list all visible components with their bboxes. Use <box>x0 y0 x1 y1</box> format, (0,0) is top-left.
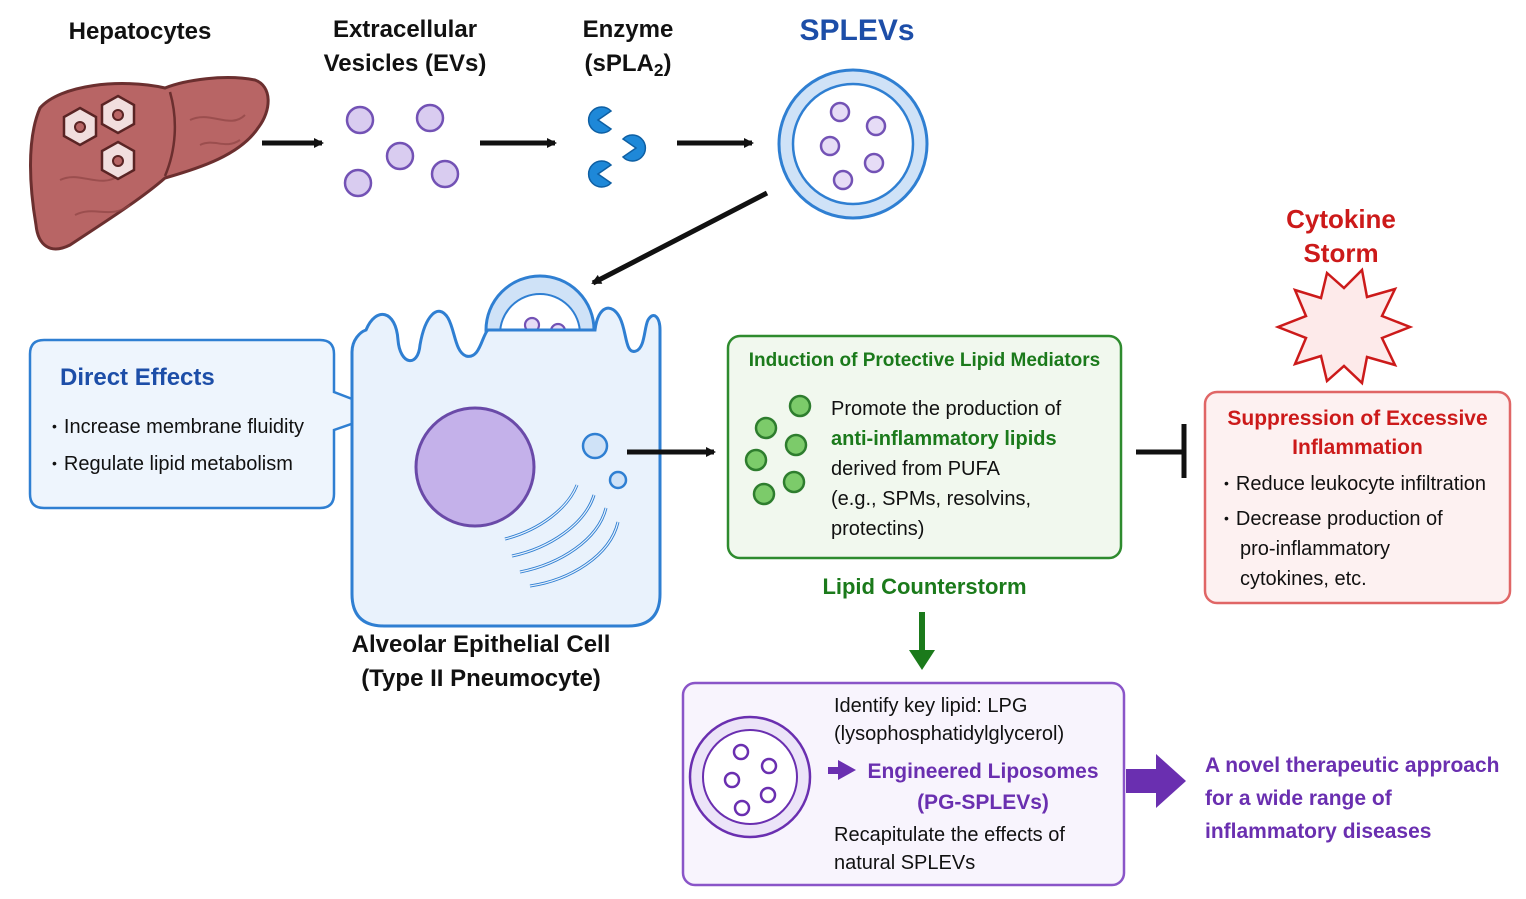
enzyme-label-subscript: 2 <box>653 59 664 80</box>
enzyme-label-line1: Enzyme <box>582 16 674 43</box>
suppression-item-text: Reduce leukocyte infiltration <box>1235 473 1487 495</box>
mediators-box <box>726 334 1123 560</box>
approach-line: inflammatory diseases <box>1205 820 1432 843</box>
flow-arrow <box>591 190 769 286</box>
therapeutic-approach-label: A novel therapeutic approach for a wide … <box>1205 749 1499 848</box>
purple-small-arrow <box>828 760 856 780</box>
liposome-line: Recapitulate the effects of <box>834 824 1065 846</box>
hepatocytes-label: Hepatocytes <box>68 18 212 45</box>
mediators-line: (e.g., SPMs, resolvins, <box>831 488 1032 510</box>
liposome-text-top: Identify key lipid: LPG (lysophosphatidy… <box>834 692 1064 748</box>
suppression-item-cont: cytokines, etc. <box>1240 568 1367 590</box>
mediators-line: protectins) <box>831 518 925 540</box>
suppression-title-line2: Inflammation <box>1292 436 1423 459</box>
engineered-line1: Engineered Liposomes <box>867 760 1099 783</box>
cytokine-storm-label: Cytokine Storm <box>1250 202 1432 270</box>
approach-line: for a wide range of <box>1205 787 1392 810</box>
evs-label-line1: Extracellular <box>332 16 478 43</box>
liposome-box <box>681 681 1126 887</box>
lipid-droplet-icon <box>744 394 812 506</box>
green-down-arrow <box>909 612 935 670</box>
enzyme-label: Enzyme (sPLA2) <box>540 13 716 87</box>
suppression-title-line1: Suppression of Excessive <box>1227 407 1488 430</box>
suppression-item-cont: pro-inflammatory <box>1240 538 1391 560</box>
splev-icon <box>777 68 929 220</box>
direct-effects-title: Direct Effects <box>60 364 215 391</box>
liposome-line: Identify key lipid: LPG <box>834 695 1028 717</box>
suppression-title: Suppression of Excessive Inflammation <box>1205 404 1510 462</box>
cell-label-line2: (Type II Pneumocyte) <box>361 665 601 692</box>
suppression-item-text: Decrease production of <box>1235 508 1443 530</box>
cytokine-line2: Storm <box>1303 238 1379 268</box>
cell-label: Alveolar Epithelial Cell (Type II Pneumo… <box>316 628 646 696</box>
vesicle-icon <box>343 103 460 198</box>
suppression-list: •Reduce leukocyte infiltration •Decrease… <box>1224 468 1486 594</box>
mediators-highlight: anti-inflammatory lipids <box>831 428 1057 450</box>
liposome-icon <box>688 715 812 839</box>
mediators-title: Induction of Protective Lipid Mediators <box>748 350 1101 371</box>
enzyme-label-line2: (sPLA2) <box>540 47 716 87</box>
mediators-text: Promote the production of anti-inflammat… <box>831 394 1061 544</box>
splevs-label: SPLEVs <box>799 14 915 47</box>
direct-effects-item: Increase membrane fluidity <box>52 408 304 445</box>
direct-effects-item: Regulate lipid metabolism <box>52 445 304 482</box>
liver-icon <box>29 76 270 251</box>
suppression-item: •Decrease production of <box>1224 508 1443 530</box>
liposome-line: (lysophosphatidylglycerol) <box>834 723 1065 745</box>
liposome-line: natural SPLEVs <box>834 852 976 874</box>
direct-effects-list: Increase membrane fluidity Regulate lipi… <box>52 408 304 482</box>
mediators-line: derived from PUFA <box>831 458 1000 480</box>
counterstorm-label: Lipid Counterstorm <box>822 574 1027 599</box>
suppression-item: •Reduce leukocyte infiltration <box>1224 473 1487 495</box>
suppression-box <box>1203 390 1512 605</box>
evs-label-line2: Vesicles (EVs) <box>323 50 487 77</box>
starburst-icon <box>1274 267 1414 386</box>
purple-large-arrow <box>1126 754 1186 808</box>
evs-label: Extracellular Vesicles (EVs) <box>290 13 520 81</box>
enzyme-icon <box>587 106 647 188</box>
approach-line: A novel therapeutic approach <box>1205 754 1500 777</box>
liposome-text-bottom: Recapitulate the effects of natural SPLE… <box>834 821 1065 877</box>
enzyme-label-suffix: ) <box>663 50 672 77</box>
alveolar-cell-icon <box>350 274 662 628</box>
cytokine-line1: Cytokine <box>1286 204 1396 234</box>
engineered-line2: (PG-SPLEVs) <box>917 791 1049 814</box>
cell-label-line1: Alveolar Epithelial Cell <box>351 631 611 658</box>
enzyme-label-prefix: (sPLA <box>584 50 654 77</box>
engineered-liposomes-label: Engineered Liposomes (PG-SPLEVs) <box>858 756 1108 818</box>
mediators-line: Promote the production of <box>831 398 1062 420</box>
inhibition-symbol <box>1136 424 1187 478</box>
